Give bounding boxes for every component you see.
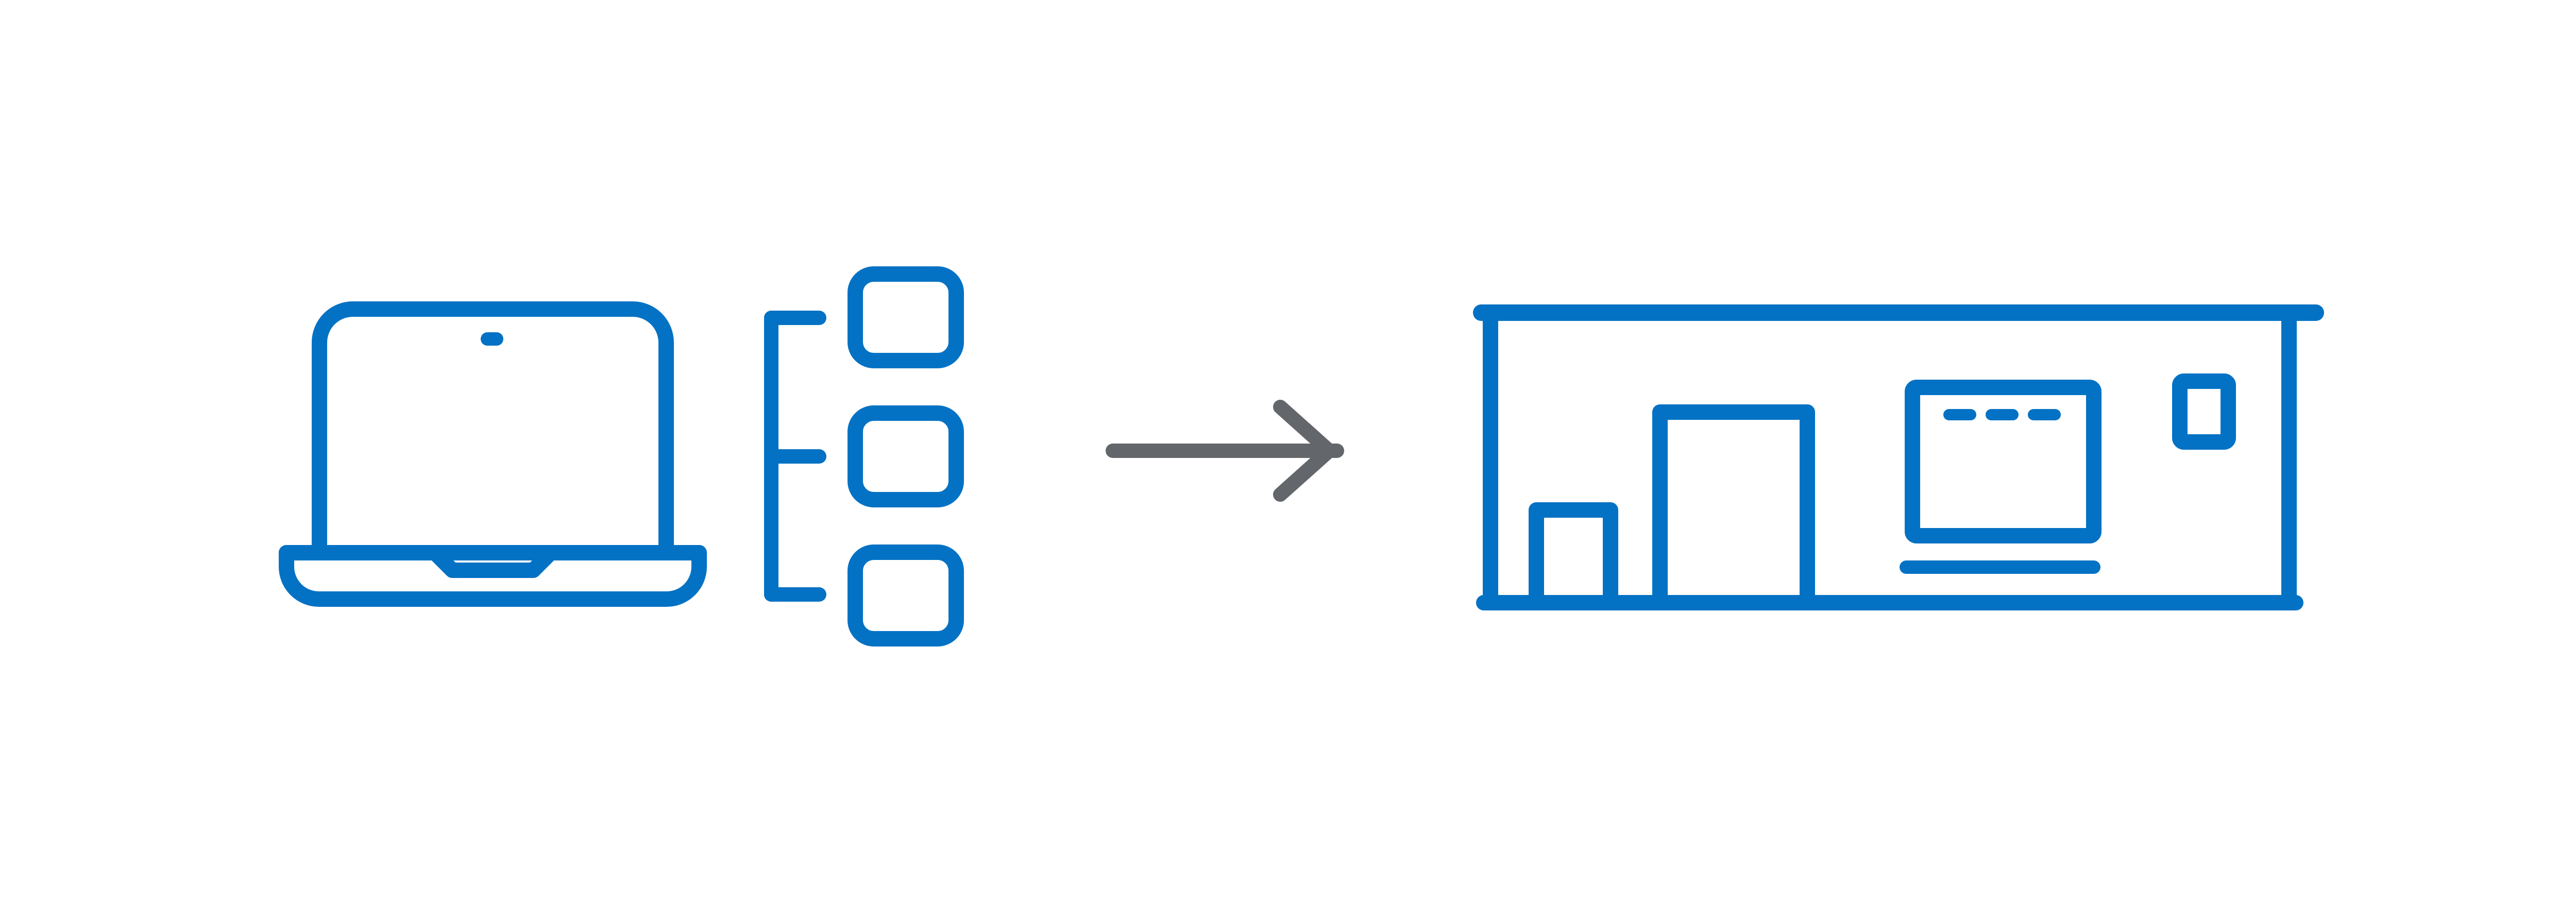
- side-cabinet: [2172, 373, 2236, 450]
- arrow-head-icon: [1273, 400, 1336, 502]
- building-shell: [1473, 304, 2324, 610]
- laptop-with-app-list-group: [279, 266, 964, 646]
- status-dash-1-icon: [1943, 409, 1976, 420]
- rack-small: [1529, 502, 1618, 610]
- laptop: [279, 301, 707, 607]
- application-hierarchy: [764, 266, 964, 646]
- console-shelf: [1900, 560, 2100, 574]
- webcam-icon: [481, 332, 503, 346]
- status-dash-2-icon: [1986, 409, 2019, 420]
- status-dash-3-icon: [2028, 409, 2061, 420]
- laptop-base: [279, 545, 707, 607]
- console-screen: [1905, 380, 2102, 543]
- app-node-2[interactable]: [848, 405, 964, 507]
- migration-arrow-group: [1106, 400, 1344, 502]
- app-node-1[interactable]: [848, 266, 964, 368]
- rack-tall: [1652, 404, 1815, 610]
- app-node-3[interactable]: [848, 544, 964, 646]
- laptop-screen: [312, 301, 674, 553]
- laptop-trackpad-notch: [279, 545, 707, 578]
- data-center-building-group: [1473, 304, 2324, 610]
- console-display: [1900, 380, 2102, 574]
